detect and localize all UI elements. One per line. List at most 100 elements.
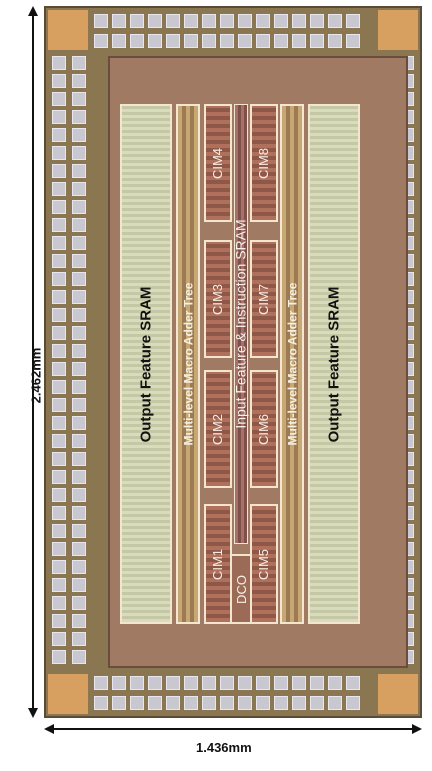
height-label: 2.462mm [28, 347, 44, 404]
bond-pad [256, 696, 270, 710]
bond-pad [94, 676, 108, 690]
bond-pad [52, 452, 66, 466]
bond-pad [72, 542, 86, 556]
top-pad-ring-inner [92, 32, 362, 50]
bond-pad [52, 578, 66, 592]
bond-pad [346, 676, 360, 690]
bond-pad [274, 676, 288, 690]
bond-pad [52, 146, 66, 160]
bond-pad [202, 34, 216, 48]
bond-pad [72, 128, 86, 142]
left-pad-ring-inner [70, 54, 88, 666]
bond-pad [202, 676, 216, 690]
bond-pad [72, 362, 86, 376]
bottom-pad-ring-inner [92, 674, 362, 692]
bond-pad [184, 14, 198, 28]
bond-pad [238, 696, 252, 710]
bottom-pad-ring [92, 694, 362, 712]
bond-pad [310, 696, 324, 710]
bond-pad [52, 632, 66, 646]
bond-pad [72, 56, 86, 70]
bond-pad [72, 380, 86, 394]
bond-pad [72, 560, 86, 574]
bond-pad [310, 676, 324, 690]
bond-pad [52, 380, 66, 394]
bond-pad [148, 696, 162, 710]
corner-pad-top-left [48, 10, 88, 50]
bond-pad [346, 14, 360, 28]
bond-pad [72, 164, 86, 178]
bond-pad [52, 218, 66, 232]
corner-pad-bottom-right [378, 674, 418, 714]
bond-pad [220, 34, 234, 48]
bond-pad [130, 34, 144, 48]
bond-pad [274, 696, 288, 710]
bond-pad [148, 34, 162, 48]
bond-pad [72, 596, 86, 610]
bond-pad [184, 696, 198, 710]
cim3-block: CIM3 [204, 240, 232, 358]
adder-tree-right: Multi-level Macro Adder Tree [280, 104, 304, 624]
bond-pad [52, 650, 66, 664]
left-pad-ring [50, 54, 68, 666]
bond-pad [328, 676, 342, 690]
bond-pad [52, 308, 66, 322]
bond-pad [328, 696, 342, 710]
cim2-block: CIM2 [204, 370, 232, 488]
bond-pad [52, 398, 66, 412]
bond-pad [112, 14, 126, 28]
bond-pad [72, 344, 86, 358]
bond-pad [130, 676, 144, 690]
bond-pad [72, 614, 86, 628]
bond-pad [52, 74, 66, 88]
bond-pad [72, 290, 86, 304]
bond-pad [94, 696, 108, 710]
bond-pad [72, 452, 86, 466]
bond-pad [256, 14, 270, 28]
bond-pad [72, 92, 86, 106]
bond-pad [166, 696, 180, 710]
bond-pad [72, 488, 86, 502]
bond-pad [238, 34, 252, 48]
bond-pad [310, 34, 324, 48]
bond-pad [72, 470, 86, 484]
bond-pad [72, 146, 86, 160]
dco-block: DCO [230, 554, 252, 624]
corner-pad-bottom-left [48, 674, 88, 714]
bond-pad [292, 34, 306, 48]
width-label: 1.436mm [196, 740, 252, 755]
bond-pad [184, 676, 198, 690]
bond-pad [256, 34, 270, 48]
output-sram-left: Output Feature SRAM [120, 104, 172, 624]
bond-pad [346, 696, 360, 710]
width-dimension-arrow [44, 724, 422, 734]
bond-pad [220, 14, 234, 28]
bond-pad [52, 434, 66, 448]
bond-pad [72, 218, 86, 232]
bond-pad [72, 524, 86, 538]
bond-pad [52, 92, 66, 106]
bond-pad [52, 290, 66, 304]
bond-pad [184, 34, 198, 48]
bond-pad [310, 14, 324, 28]
bond-pad [72, 632, 86, 646]
bond-pad [72, 236, 86, 250]
bond-pad [52, 362, 66, 376]
bond-pad [166, 34, 180, 48]
bond-pad [72, 254, 86, 268]
bond-pad [274, 34, 288, 48]
bond-pad [72, 308, 86, 322]
bond-pad [238, 676, 252, 690]
bond-pad [52, 182, 66, 196]
bond-pad [52, 200, 66, 214]
bond-pad [72, 326, 86, 340]
bond-pad [52, 128, 66, 142]
bond-pad [72, 272, 86, 286]
bond-pad [292, 676, 306, 690]
bond-pad [72, 110, 86, 124]
cim4-block: CIM4 [204, 104, 232, 222]
bond-pad [328, 14, 342, 28]
bond-pad [52, 614, 66, 628]
bond-pad [52, 164, 66, 178]
bond-pad [202, 696, 216, 710]
